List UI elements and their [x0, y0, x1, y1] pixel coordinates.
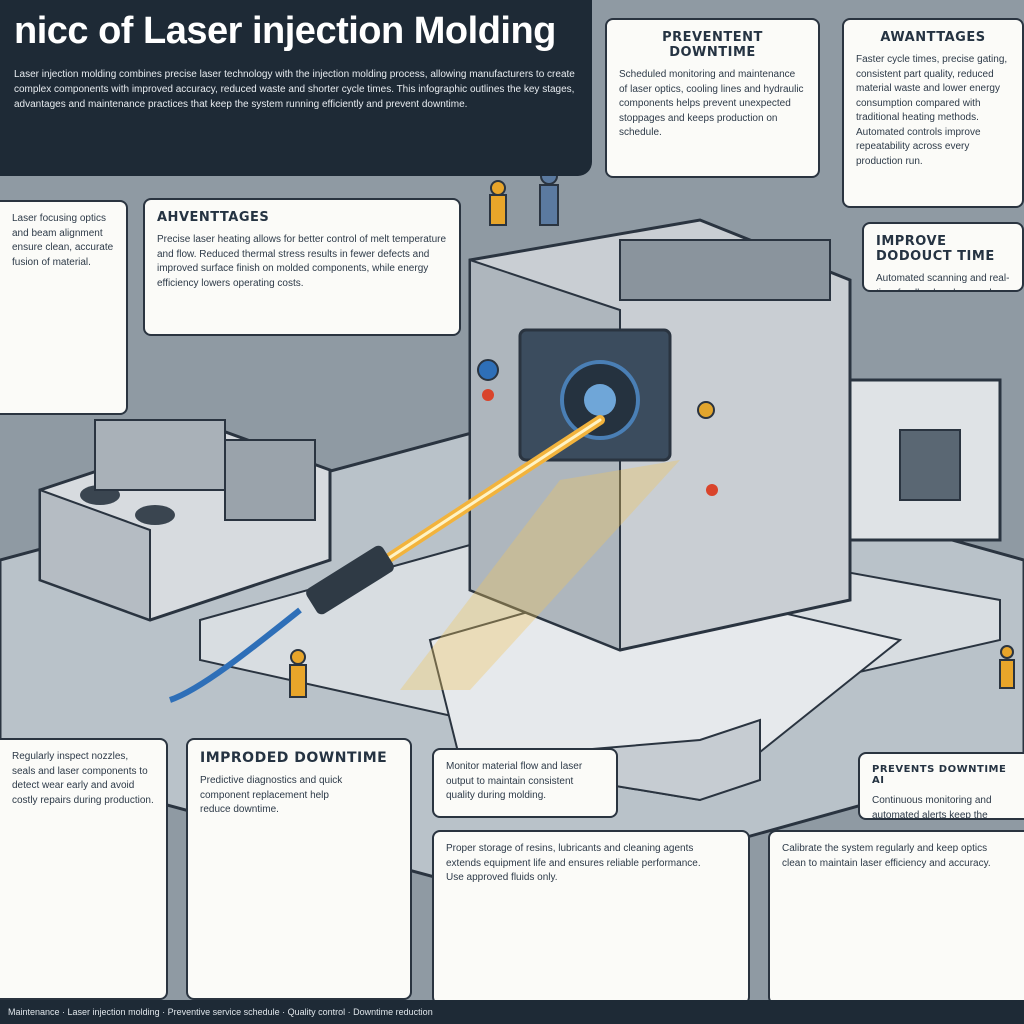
panel-calibration: Calibrate the system regularly and keep … — [768, 830, 1024, 1005]
panel-storage: Proper storage of resins, lubricants and… — [432, 830, 750, 1005]
panel-laser-optics: Laser focusing optics and beam alignment… — [0, 200, 128, 415]
panel-heading: PREVENTS DOWNTIME AI — [872, 764, 1007, 786]
panel-heading: IMPROVE DODOUCT TIME — [876, 234, 995, 264]
panel-improve-product-time: IMPROVE DODOUCT TIME Automated scanning … — [862, 222, 1024, 292]
panel-advantages-mid: AHVENTTAGES Precise laser heating allows… — [143, 198, 461, 336]
panel-body: Predictive diagnostics and quick compone… — [200, 775, 343, 815]
panel-body: Calibrate the system regularly and keep … — [782, 843, 991, 869]
title-description: Laser injection molding combines precise… — [14, 69, 575, 110]
panel-prevents-downtime: PREVENTS DOWNTIME AI Continuous monitori… — [858, 752, 1024, 820]
title-block: nicc of Laser injection Molding Laser in… — [0, 0, 592, 176]
panel-prevent-downtime: PREVENTENT DOWNTIME Scheduled monitoring… — [605, 18, 820, 178]
panel-inspection: Regularly inspect nozzles, seals and las… — [0, 738, 168, 1000]
panel-heading: AHVENTTAGES — [157, 210, 270, 225]
panel-heading: AWANTTAGES — [880, 30, 986, 45]
panel-heading: IMPRODED DOWNTIME — [200, 750, 388, 766]
panel-body: Monitor material flow and laser output t… — [446, 761, 583, 801]
panel-body: Laser focusing optics and beam alignment… — [12, 213, 114, 268]
panel-body: Regularly inspect nozzles, seals and las… — [12, 751, 154, 806]
panel-advantages-top: AWANTTAGES Faster cycle times, precise g… — [842, 18, 1024, 208]
panel-body: Scheduled monitoring and maintenance of … — [619, 69, 804, 138]
footer-strip: Maintenance · Laser injection molding · … — [0, 1000, 1024, 1024]
mold-base — [38, 419, 332, 622]
panel-body: Automated scanning and real-time feedbac… — [876, 273, 1010, 290]
panel-body: Faster cycle times, precise gating, cons… — [856, 54, 1008, 167]
panel-material-flow: Monitor material flow and laser output t… — [432, 748, 618, 818]
panel-body: Continuous monitoring and automated aler… — [872, 795, 992, 820]
panel-body: Proper storage of resins, lubricants and… — [446, 843, 701, 883]
page-title: nicc of Laser injection Molding — [14, 10, 556, 52]
panel-heading: PREVENTENT DOWNTIME — [662, 30, 763, 60]
panel-improved-downtime: IMPRODED DOWNTIME Predictive diagnostics… — [186, 738, 412, 1000]
laser-torch — [169, 545, 394, 703]
panel-body: Precise laser heating allows for better … — [157, 234, 447, 289]
